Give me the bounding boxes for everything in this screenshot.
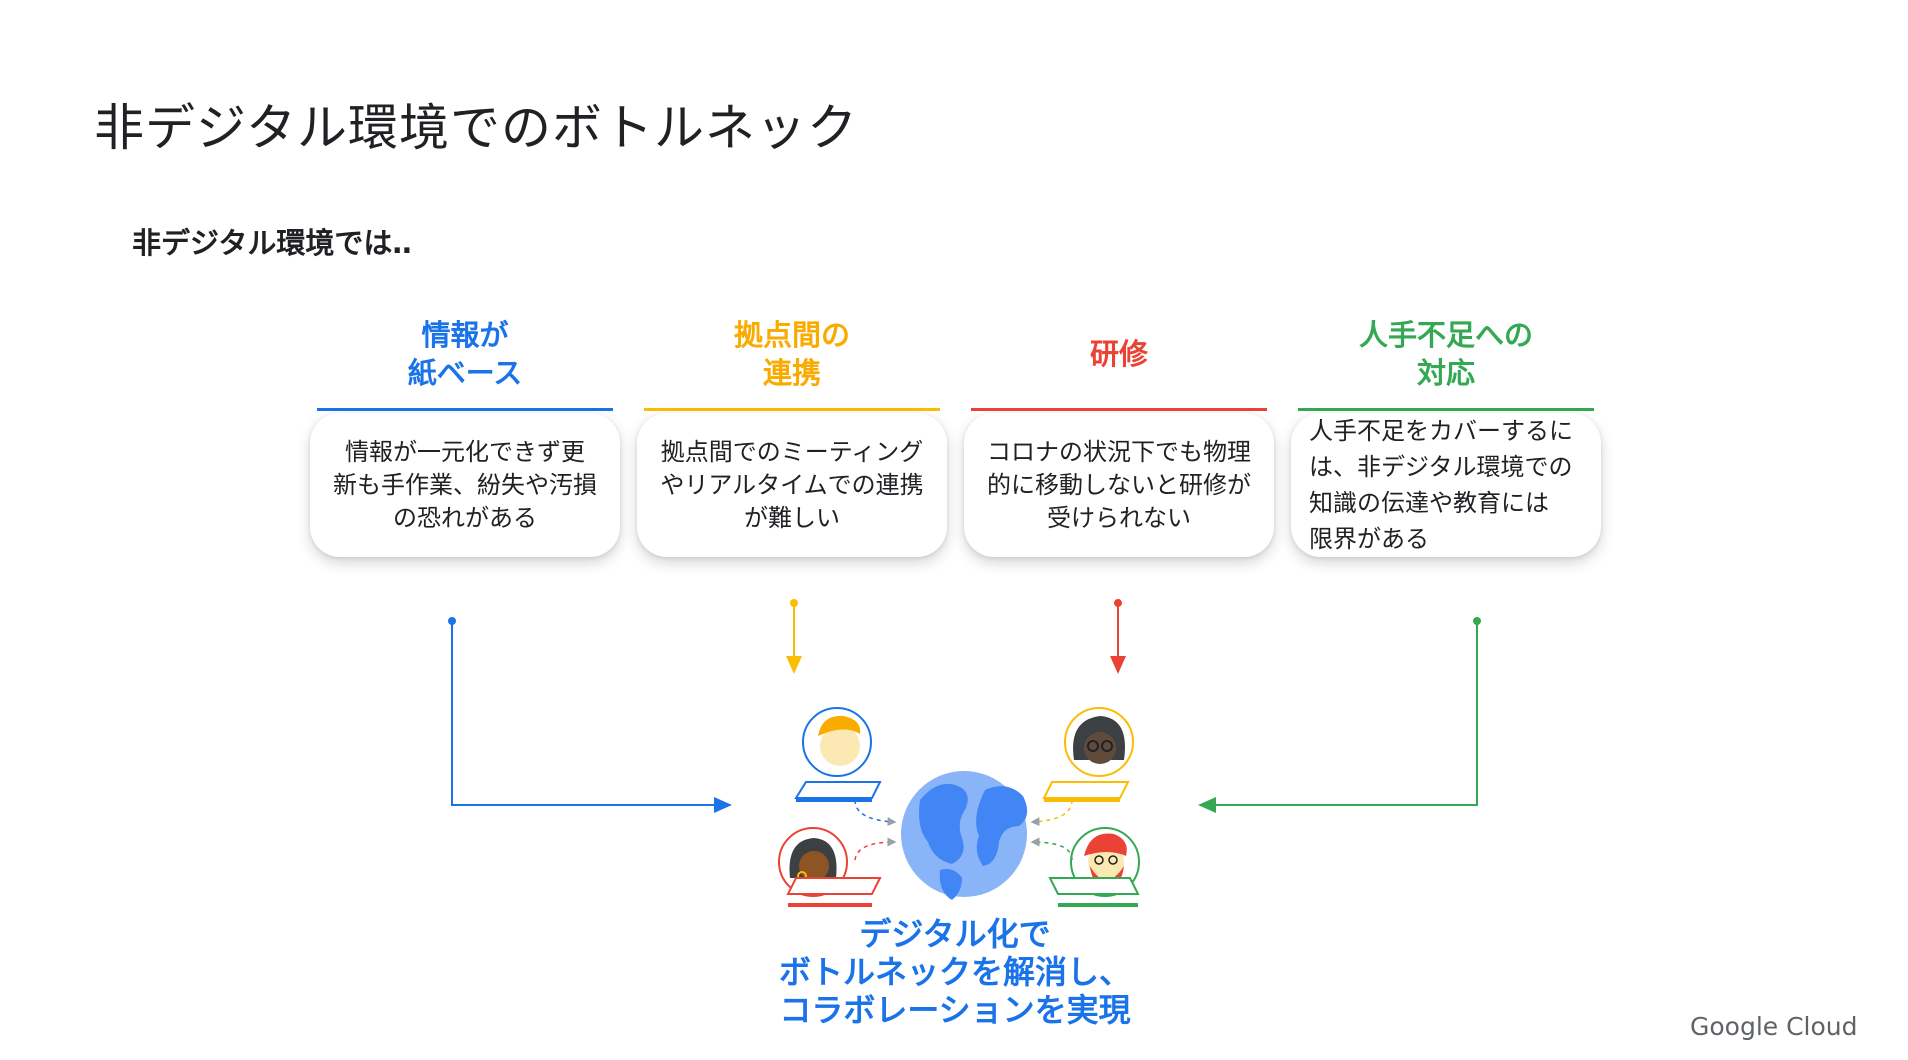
column-staff-shortage: 人手不足への 対応 人手不足をカバーするに は、非デジタル環境での 知識の伝達や… <box>1291 300 1601 557</box>
column-training: 研修 コロナの状況下でも物理 的に移動しないと研修が 受けられない <box>964 300 1274 557</box>
page-title: 非デジタル環境でのボトルネック <box>94 99 858 157</box>
description-card: コロナの状況下でも物理 的に移動しないと研修が 受けられない <box>964 413 1274 557</box>
column-heading: 人手不足への 対応 <box>1358 318 1533 390</box>
divider <box>1298 408 1594 411</box>
google-cloud-logo: Google Cloud <box>1690 1012 1858 1041</box>
green-connector-arrow <box>1198 617 1481 813</box>
person-red-beard-icon <box>1048 827 1140 907</box>
column-heading: 研修 <box>1089 337 1148 371</box>
description-card: 人手不足をカバーするに は、非デジタル環境での 知識の伝達や教育には 限界がある <box>1291 413 1601 557</box>
blue-connector-arrow <box>448 617 732 813</box>
column-heading: 情報が 紙ベース <box>407 318 523 390</box>
laptop-icon <box>794 781 882 799</box>
description-card: 拠点間でのミーティング やリアルタイムでの連携 が難しい <box>637 413 947 557</box>
dashed-connection <box>854 799 1073 861</box>
conclusion-text: デジタル化で ボトルネックを解消し、 コラボレーションを実現 <box>778 915 1131 1029</box>
red-connector-arrow <box>1110 599 1126 674</box>
yellow-connector-arrow <box>786 599 802 674</box>
divider <box>971 408 1267 411</box>
globe-icon <box>901 771 1028 900</box>
divider <box>644 408 940 411</box>
column-heading: 拠点間の 連携 <box>733 318 850 390</box>
person-dark-hair-icon <box>778 827 882 907</box>
divider <box>317 408 613 411</box>
column-paper-based: 情報が 紙ベース 情報が一元化できず更 新も手作業、紛失や汚損 の恐れがある <box>310 300 620 557</box>
description-card: 情報が一元化できず更 新も手作業、紛失や汚損 の恐れがある <box>310 413 620 557</box>
person-glasses-icon <box>1042 707 1134 802</box>
person-orange-hair-icon <box>794 707 882 802</box>
column-inter-site: 拠点間の 連携 拠点間でのミーティング やリアルタイムでの連携 が難しい <box>637 300 947 557</box>
subtitle: 非デジタル環境では‥ <box>132 226 412 260</box>
